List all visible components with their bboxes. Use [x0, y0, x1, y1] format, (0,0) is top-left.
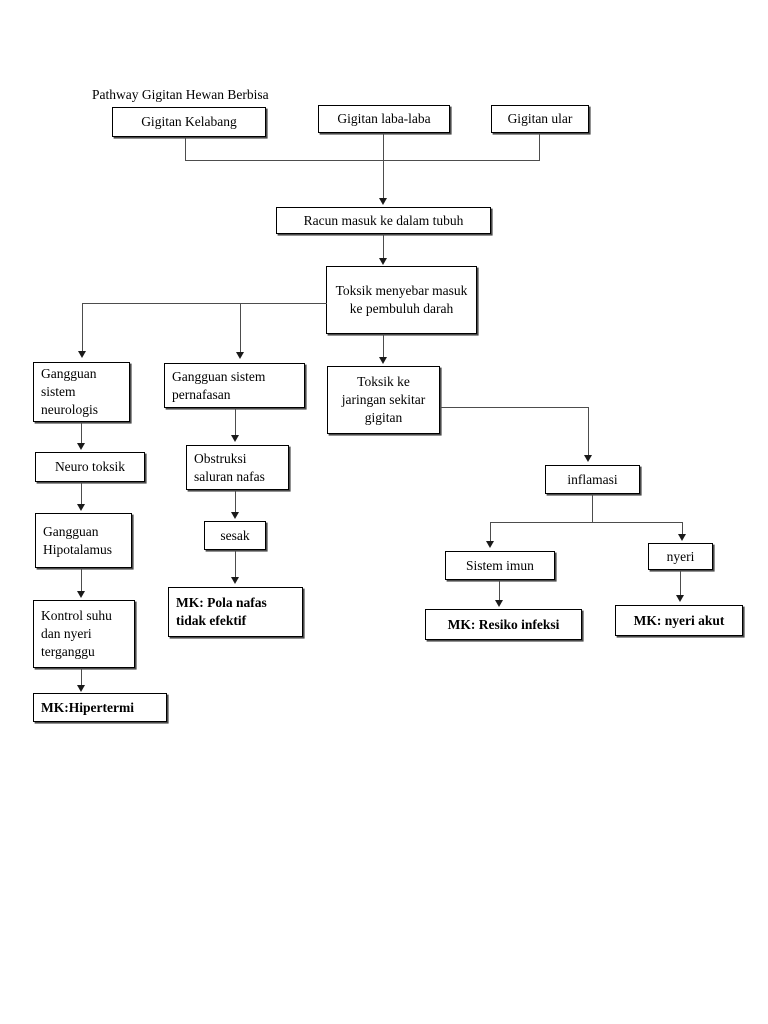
node-gangguan-neurologis[interactable]: Gangguan sistem neurologis [33, 362, 130, 422]
node-toksik-jaringan[interactable]: Toksik ke jaringan sekitar gigitan [327, 366, 440, 434]
node-gangguan-pernafasan-label: Gangguan sistem pernafasan [172, 368, 266, 402]
page-title: Pathway Gigitan Hewan Berbisa [92, 87, 269, 102]
arrow-to-gangguan-hipotalamus [77, 504, 85, 511]
arrow-to-sistem-imun [486, 541, 494, 548]
connector-kelabang-down [185, 137, 186, 160]
node-gangguan-pernafasan[interactable]: Gangguan sistem pernafasan [164, 363, 305, 408]
connector-racun-to-toksik [383, 234, 384, 260]
node-gigitan-ular-label: Gigitan ular [507, 111, 573, 127]
node-gangguan-neurologis-label: Gangguan sistem neurologis [41, 366, 98, 417]
node-sistem-imun[interactable]: Sistem imun [445, 551, 555, 580]
connector-top-bus [185, 160, 540, 161]
node-gigitan-laba-laba-label: Gigitan laba-laba [337, 111, 431, 127]
node-gigitan-kelabang-label: Gigitan Kelabang [141, 114, 237, 130]
node-toksik-jaringan-label: Toksik ke jaringan sekitar gigitan [341, 374, 426, 425]
connector-branch-to-pernafasan [240, 303, 241, 354]
connector-obstruksi-to-sesak [235, 490, 236, 513]
node-mk-hipertermi-label: MK:Hipertermi [41, 699, 134, 715]
node-kontrol-suhu[interactable]: Kontrol suhu dan nyeri terganggu [33, 600, 135, 668]
connector-bus-to-nyeri [682, 522, 683, 535]
connector-sistem-imun-to-mk-resiko [499, 580, 500, 601]
node-gigitan-kelabang[interactable]: Gigitan Kelabang [112, 107, 266, 137]
node-neuro-toksik[interactable]: Neuro toksik [35, 452, 145, 482]
connector-menyebar-to-jaringan [383, 334, 384, 358]
arrow-to-toksik-jaringan [379, 357, 387, 364]
node-sesak[interactable]: sesak [204, 521, 266, 550]
connector-inflamasi-split-bus [490, 522, 682, 523]
arrow-to-mk-pola-nafas [231, 577, 239, 584]
connector-right-down-to-inflamasi [588, 407, 589, 456]
node-racun-masuk-label: Racun masuk ke dalam tubuh [303, 212, 464, 228]
connector-toksik-branch-bus [82, 303, 327, 304]
connector-hipotalamus-to-kontrol [81, 568, 82, 592]
node-mk-resiko-infeksi[interactable]: MK: Resiko infeksi [425, 609, 582, 640]
arrow-to-kontrol-suhu [77, 591, 85, 598]
arrow-to-nyeri [678, 534, 686, 541]
node-obstruksi-label: Obstruksi saluran nafas [194, 450, 265, 484]
node-gigitan-ular[interactable]: Gigitan ular [491, 105, 589, 133]
node-mk-pola-nafas-label: MK: Pola nafas tidak efektif [176, 595, 267, 628]
connector-neurotoksik-to-hipotalamus [81, 482, 82, 505]
connector-branch-to-neurologis [82, 303, 83, 353]
node-obstruksi[interactable]: Obstruksi saluran nafas [186, 445, 289, 490]
node-gangguan-hipotalamus[interactable]: Gangguan Hipotalamus [35, 513, 132, 568]
arrow-to-obstruksi [231, 435, 239, 442]
node-gigitan-laba-laba[interactable]: Gigitan laba-laba [318, 105, 450, 133]
arrow-to-gangguan-neurologis [78, 351, 86, 358]
arrow-to-mk-resiko-infeksi [495, 600, 503, 607]
node-kontrol-suhu-label: Kontrol suhu dan nyeri terganggu [41, 608, 112, 659]
arrow-to-sesak [231, 512, 239, 519]
node-toksik-menyebar-label: Toksik menyebar masuk ke pembuluh darah [335, 283, 468, 316]
arrow-to-mk-hipertermi [77, 685, 85, 692]
node-nyeri[interactable]: nyeri [648, 543, 713, 570]
arrow-to-neuro-toksik [77, 443, 85, 450]
connector-inflamasi-down [592, 494, 593, 522]
connector-ular-down [539, 133, 540, 160]
connector-neurologis-to-neurotoksik [81, 422, 82, 444]
arrow-to-racun-masuk [379, 198, 387, 205]
node-sistem-imun-label: Sistem imun [466, 557, 534, 573]
node-gangguan-hipotalamus-label: Gangguan Hipotalamus [43, 523, 112, 557]
node-toksik-menyebar[interactable]: Toksik menyebar masuk ke pembuluh darah [326, 266, 477, 334]
connector-bus-to-sistem-imun [490, 522, 491, 542]
connector-bus-to-racun [383, 160, 384, 200]
node-sesak-label: sesak [220, 527, 250, 543]
connector-jaringan-to-right [440, 407, 588, 408]
node-inflamasi-label: inflamasi [567, 471, 618, 487]
connector-pernafasan-to-obstruksi [235, 408, 236, 436]
arrow-to-mk-nyeri-akut [676, 595, 684, 602]
connector-laba-down [383, 133, 384, 160]
arrow-to-toksik-menyebar [379, 258, 387, 265]
connector-sesak-to-mk-pola-nafas [235, 550, 236, 578]
node-racun-masuk[interactable]: Racun masuk ke dalam tubuh [276, 207, 491, 234]
node-mk-pola-nafas[interactable]: MK: Pola nafas tidak efektif [168, 587, 303, 637]
node-mk-nyeri-akut[interactable]: MK: nyeri akut [615, 605, 743, 636]
node-nyeri-label: nyeri [666, 548, 695, 564]
node-mk-hipertermi[interactable]: MK:Hipertermi [33, 693, 167, 722]
connector-nyeri-to-mk-nyeri-akut [680, 570, 681, 596]
arrow-to-gangguan-pernafasan [236, 352, 244, 359]
node-inflamasi[interactable]: inflamasi [545, 465, 640, 494]
node-mk-resiko-infeksi-label: MK: Resiko infeksi [447, 616, 560, 632]
node-neuro-toksik-label: Neuro toksik [54, 459, 126, 475]
arrow-to-inflamasi [584, 455, 592, 462]
node-mk-nyeri-akut-label: MK: nyeri akut [633, 612, 725, 628]
connector-kontrol-to-hipertermi [81, 668, 82, 686]
